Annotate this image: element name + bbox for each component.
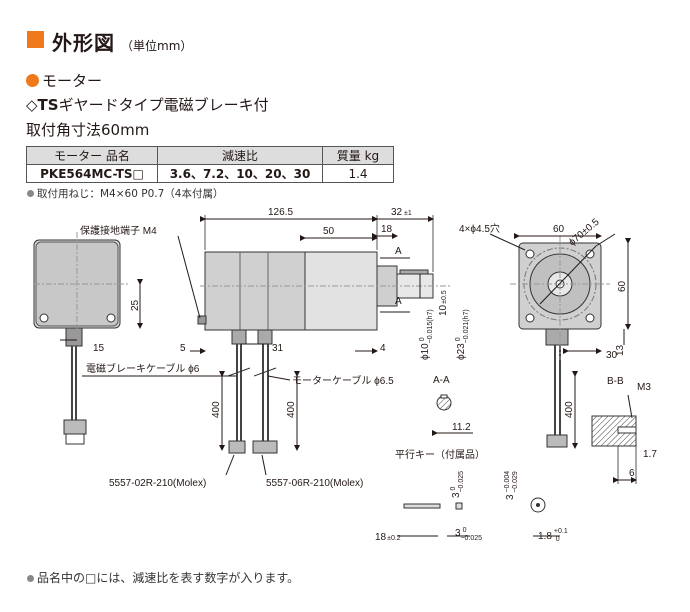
section-aa: A-A 11.2: [432, 375, 473, 436]
connector-brake-label: 5557-02R-210(Molex): [109, 478, 206, 489]
section-a-top: A: [395, 246, 402, 257]
connector-icon: [546, 434, 568, 448]
note-bullet-icon: [27, 575, 34, 582]
screw-icon: [106, 313, 116, 323]
dim-1-7: 1.7: [643, 449, 657, 460]
dim-32: 32: [391, 207, 403, 218]
dim-10: 10±0.5: [438, 290, 449, 316]
dim-13: 13: [615, 344, 626, 356]
side-view: 126.5 32 ±1 18 50 A A 5 31 4 ϕ100−0.015(…: [80, 207, 470, 489]
section-bb-label: B-B: [607, 376, 624, 387]
dim-126-5: 126.5: [268, 207, 293, 218]
front-view: ϕ70±0.5 4×ϕ4.5穴 60 60 30 13 400: [459, 216, 631, 449]
m3-label: M3: [637, 382, 651, 393]
dim-32-tol: ±1: [404, 210, 412, 217]
connector-icon: [228, 440, 246, 454]
hole-icon: [525, 249, 535, 259]
bullet-icon: [26, 74, 39, 87]
footer-note: 品名中の□には、減速比を表す数字が入ります。: [27, 569, 299, 586]
dim-phi23: ϕ230−0.021(h7): [455, 309, 470, 360]
dim-4: 4: [380, 343, 386, 354]
section-mount: 取付角寸法60mm: [26, 121, 150, 139]
dim-3-vertical: 30−0.025: [450, 471, 465, 498]
section-type: ◇TSギヤードタイプ電磁ブレーキ付: [26, 96, 269, 114]
dim-400-brake: 400: [211, 401, 222, 418]
dim-15: 15: [93, 343, 105, 354]
hole-icon: [525, 313, 535, 323]
page-title: 外形図（単位mm）: [52, 31, 193, 55]
hole-icon: [585, 313, 595, 323]
title-marker: [27, 31, 44, 48]
dim-6: 6: [629, 468, 635, 479]
th-ratio: 減速比: [157, 146, 323, 165]
spec-table: モーター 品名 減速比 質量 kg PKE564MC-TS□ 3.6、7.2、1…: [26, 146, 394, 183]
connector-icon: [63, 419, 87, 435]
key-title: 平行キー（付属品）: [395, 448, 485, 461]
td-mass: 1.4: [322, 164, 394, 183]
table-row: PKE564MC-TS□ 3.6、7.2、10、20、30 1.4: [26, 164, 394, 183]
hole-icon: [585, 249, 595, 259]
dim-phi10: ϕ100−0.015(h7): [419, 309, 434, 360]
dim-50: 50: [323, 226, 335, 237]
dim-25: 25: [130, 299, 141, 311]
dim-60-side: 60: [617, 280, 628, 292]
note-bullet-icon: [27, 190, 34, 197]
unit-label: （単位mm）: [121, 39, 193, 53]
connector-motor-label: 5557-06R-210(Molex): [266, 478, 363, 489]
section-motor: モーター: [26, 70, 102, 91]
screw-icon: [39, 313, 49, 323]
ground-terminal-icon: [197, 315, 207, 325]
connector-icon: [252, 440, 278, 454]
rear-view: 25 15: [33, 232, 143, 445]
screw-note: 取付用ねじ：M4×60 P0.7（4本付属）: [27, 186, 223, 201]
dim-60-top: 60: [553, 224, 565, 235]
dim-18-key: 18±0.2: [375, 532, 401, 543]
dim-400-front: 400: [564, 401, 575, 418]
dim-11-2: 11.2: [452, 422, 471, 433]
dim-30: 30: [606, 350, 618, 361]
dim-3-slot: 3−0.004−0.029: [504, 471, 519, 500]
dim-31: 31: [272, 343, 284, 354]
section-a-bottom: A: [395, 296, 402, 307]
brake-cable-label: 電磁ブレーキケーブル ϕ6: [86, 362, 200, 375]
section-aa-label: A-A: [433, 375, 450, 386]
dim-5: 5: [180, 343, 186, 354]
section-bb: B-B M3 6 1.7: [591, 376, 657, 484]
td-ratio: 3.6、7.2、10、20、30: [157, 164, 323, 183]
motor-cable-label: モーターケーブル ϕ6.5: [292, 374, 394, 387]
ground-terminal-label: 保護接地端子 M4: [80, 224, 157, 237]
dim-18: 18: [381, 224, 393, 235]
holes-label: 4×ϕ4.5穴: [459, 222, 500, 235]
td-model: PKE564MC-TS□: [26, 164, 158, 183]
dim-400-motor: 400: [286, 401, 297, 418]
